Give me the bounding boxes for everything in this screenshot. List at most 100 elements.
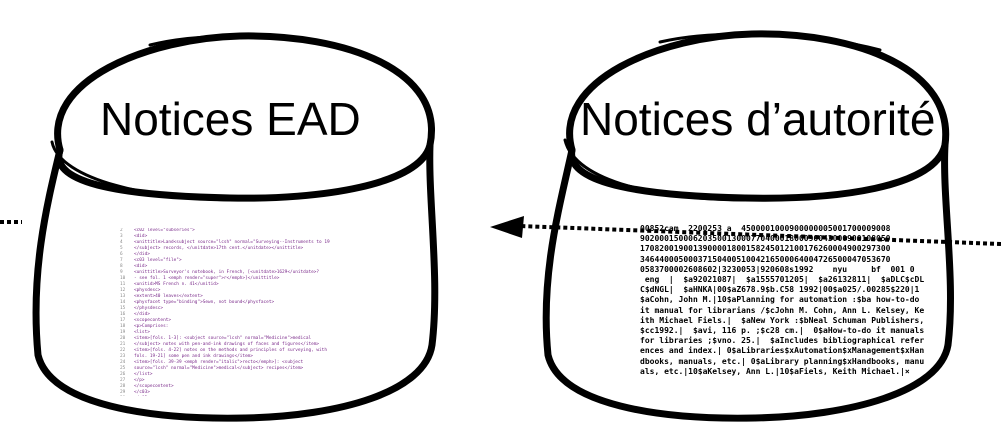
xml-line-text: </list>	[134, 372, 153, 377]
marc-line: it manual for librarians /$cJohn M. Cohn…	[640, 305, 925, 315]
xml-line: 27 </p>	[120, 378, 330, 384]
xml-line-text: <scopecontent>	[134, 318, 172, 323]
marc-line: C$dNGL| $aHNKA|00$aZ678.9$b.C58 1992|00$…	[640, 285, 920, 295]
marc-line: 9020001500062035001300077040001800090043…	[640, 234, 891, 244]
xml-line-number: 11	[120, 282, 126, 287]
xml-line-text: </subject> records, </unitdate>17th cent…	[134, 246, 304, 251]
marc-line: $cc1992.| $avi, 116 p. ;$c28 cm.| 0$aHow…	[640, 326, 925, 336]
xml-line-text: </p>	[134, 378, 145, 383]
marc-line: for libraries ;$vno. 25.| $aIncludes bib…	[640, 336, 925, 346]
xml-line: 21 </subject> notes with pen-and-ink draw…	[120, 342, 330, 348]
xml-line-text: </subject> notes with pen-and-ink drawin…	[134, 342, 320, 347]
xml-line: 14 <physfacet type="binding">Sewn, not bo…	[120, 300, 330, 306]
xml-line-text: <physfacet type="binding">Sewn, not boun…	[134, 300, 275, 305]
xml-line: 22 <item>[fols. 4-22] notes on the method…	[120, 348, 330, 354]
xml-line: 11 <unitid>MS French n. 41</unitid>	[120, 282, 330, 288]
xml-line-text: </c03>	[134, 390, 150, 395]
xml-line-text: <unitid>MS French n. 41</unitid>	[134, 282, 219, 287]
xml-line-number: 13	[120, 294, 126, 299]
ead-xml-preview: 2 <c02 level="subseries"> 3 <did> 4 <unittitl…	[120, 228, 330, 396]
marc-line: als, etc.|10$aKelsey, Ann L.|10$aFiels, …	[640, 366, 910, 376]
ead-records-label: Notices EAD	[100, 93, 361, 145]
xml-line-number: 16	[120, 312, 126, 317]
xml-line-number: 14	[120, 300, 126, 305]
xml-line: 17<scopecontent>	[120, 318, 330, 324]
xml-line: 25 source="lcsh" normal="Medicine">medica…	[120, 366, 330, 372]
link-arrow	[490, 216, 1001, 246]
xml-line-text: <list>	[134, 330, 150, 335]
marc-line: 00852cam 2200253 a 450000100090000000500…	[640, 224, 891, 233]
xml-line-number: 21	[120, 342, 126, 347]
marc-line: $aCohn, John M.|10$aPlanning for automat…	[640, 295, 920, 305]
marc-line: 1708200190013900001800158245012100176260…	[640, 244, 891, 254]
xml-line: 3 <did>	[120, 234, 330, 240]
xml-line-number: 20	[120, 336, 126, 341]
xml-line-text: <c02 level="subseries">	[134, 228, 195, 233]
authority-records-label: Notices d’autorité	[580, 93, 936, 145]
xml-line-number: 5	[120, 246, 123, 251]
xml-line-text: </did>	[134, 252, 150, 257]
authority-cylinder	[542, 30, 954, 422]
xml-line: 19 <list>	[120, 330, 330, 336]
xml-line-number: 24	[120, 360, 126, 365]
xml-line-number: 4	[120, 240, 123, 245]
xml-line: 20 <item>[fols. 1-3]: <subject source="lc…	[120, 336, 330, 342]
xml-line-text: <did>	[134, 264, 148, 269]
ead-cylinder	[32, 32, 439, 422]
xml-line: 4 <unittitle>Land<subject source="lcsh" n…	[120, 240, 330, 246]
xml-line-number: 18	[120, 324, 126, 329]
xml-line-text: <item>[fols. 1-3]: <subject source="lcsh…	[134, 336, 312, 341]
xml-line-number: 8	[120, 264, 123, 269]
marc-line: 0583700002608602|3230053|920608s1992 nyu…	[640, 264, 915, 274]
xml-line: 8 <did>	[120, 264, 330, 270]
marc-line: ith Michael Fiels.| $aNew York :$bNeal S…	[640, 315, 925, 325]
xml-line-number: 29	[120, 390, 126, 395]
xml-line-number: 3	[120, 234, 123, 239]
xml-line: 13 <extent>40 leaves</extent>	[120, 294, 330, 300]
xml-line-text: </scopecontent>	[134, 384, 174, 389]
xml-line-number: 23	[120, 354, 126, 359]
marc-record-preview: 00852cam 2200253 a 450000100090000000500…	[640, 224, 970, 384]
marc-line: dbooks, manuals, etc.| 0$aLibrary planni…	[640, 356, 925, 366]
xml-line: 7<c03 level="file">	[120, 258, 330, 264]
xml-line: 28 </scopecontent>	[120, 384, 330, 390]
xml-line: 9 <unittitle>Surveyor's notebook, in Fren…	[120, 270, 330, 276]
xml-line: 29 </c03>	[120, 390, 330, 396]
xml-line: 16 </did>	[120, 312, 330, 318]
xml-line: 18<p>Comprises:	[120, 324, 330, 330]
xml-line-text: source="lcsh" normal="Medicine">medical<…	[134, 366, 304, 371]
xml-line: 10- see fol. 1 <emph render="super">r</e…	[120, 276, 330, 282]
xml-line-number: 27	[120, 378, 126, 383]
xml-line: 15 </physdesc>	[120, 306, 330, 312]
xml-line-text: </did>	[134, 312, 150, 317]
xml-line-text: <extent>40 leaves</extent>	[134, 294, 203, 299]
xml-line: 6 </did>	[120, 252, 330, 258]
xml-line: 23 fols. 19-21] some pen and ink drawings…	[120, 354, 330, 360]
xml-line-number: 28	[120, 384, 126, 389]
xml-line-text: </physdesc>	[134, 306, 164, 311]
marc-line: eng | $a92021087| $a1555701205| $a261328…	[640, 275, 925, 285]
xml-line-number: 19	[120, 330, 126, 335]
xml-line-text: <unittitle>Surveyor's notebook, in Frenc…	[134, 270, 320, 275]
xml-line-text: <unittitle>Land<subject source="lcsh" no…	[134, 240, 330, 245]
xml-line-text: <item>[fols. 39-39 <emph render="italic"…	[134, 360, 304, 365]
xml-line: 5 </subject> records, </unitdate>17th cen…	[120, 246, 330, 252]
xml-line-number: 10	[120, 276, 126, 281]
xml-line-number: 2	[120, 228, 123, 233]
xml-line-number: 7	[120, 258, 123, 263]
marc-line: 3464400050003715040051004216500064004726…	[640, 254, 891, 264]
xml-line-number: 25	[120, 366, 126, 371]
xml-line-number: 26	[120, 372, 126, 377]
xml-line-text: <item>[fols. 4-22] notes on the methods …	[134, 348, 327, 353]
xml-line-number: 22	[120, 348, 126, 353]
xml-line: 2 <c02 level="subseries">	[120, 228, 330, 234]
marc-line: ences and index.| 0$aLibraries$xAutomati…	[640, 346, 925, 356]
xml-line-text: <did>	[134, 234, 148, 239]
xml-line-number: 9	[120, 270, 123, 275]
xml-line-number: 15	[120, 306, 126, 311]
xml-line-text: <physdesc>	[134, 288, 161, 293]
xml-line-number: 6	[120, 252, 123, 257]
xml-line: 12<physdesc>	[120, 288, 330, 294]
xml-line-text: fols. 19-21] some pen and ink drawings</…	[134, 354, 253, 359]
